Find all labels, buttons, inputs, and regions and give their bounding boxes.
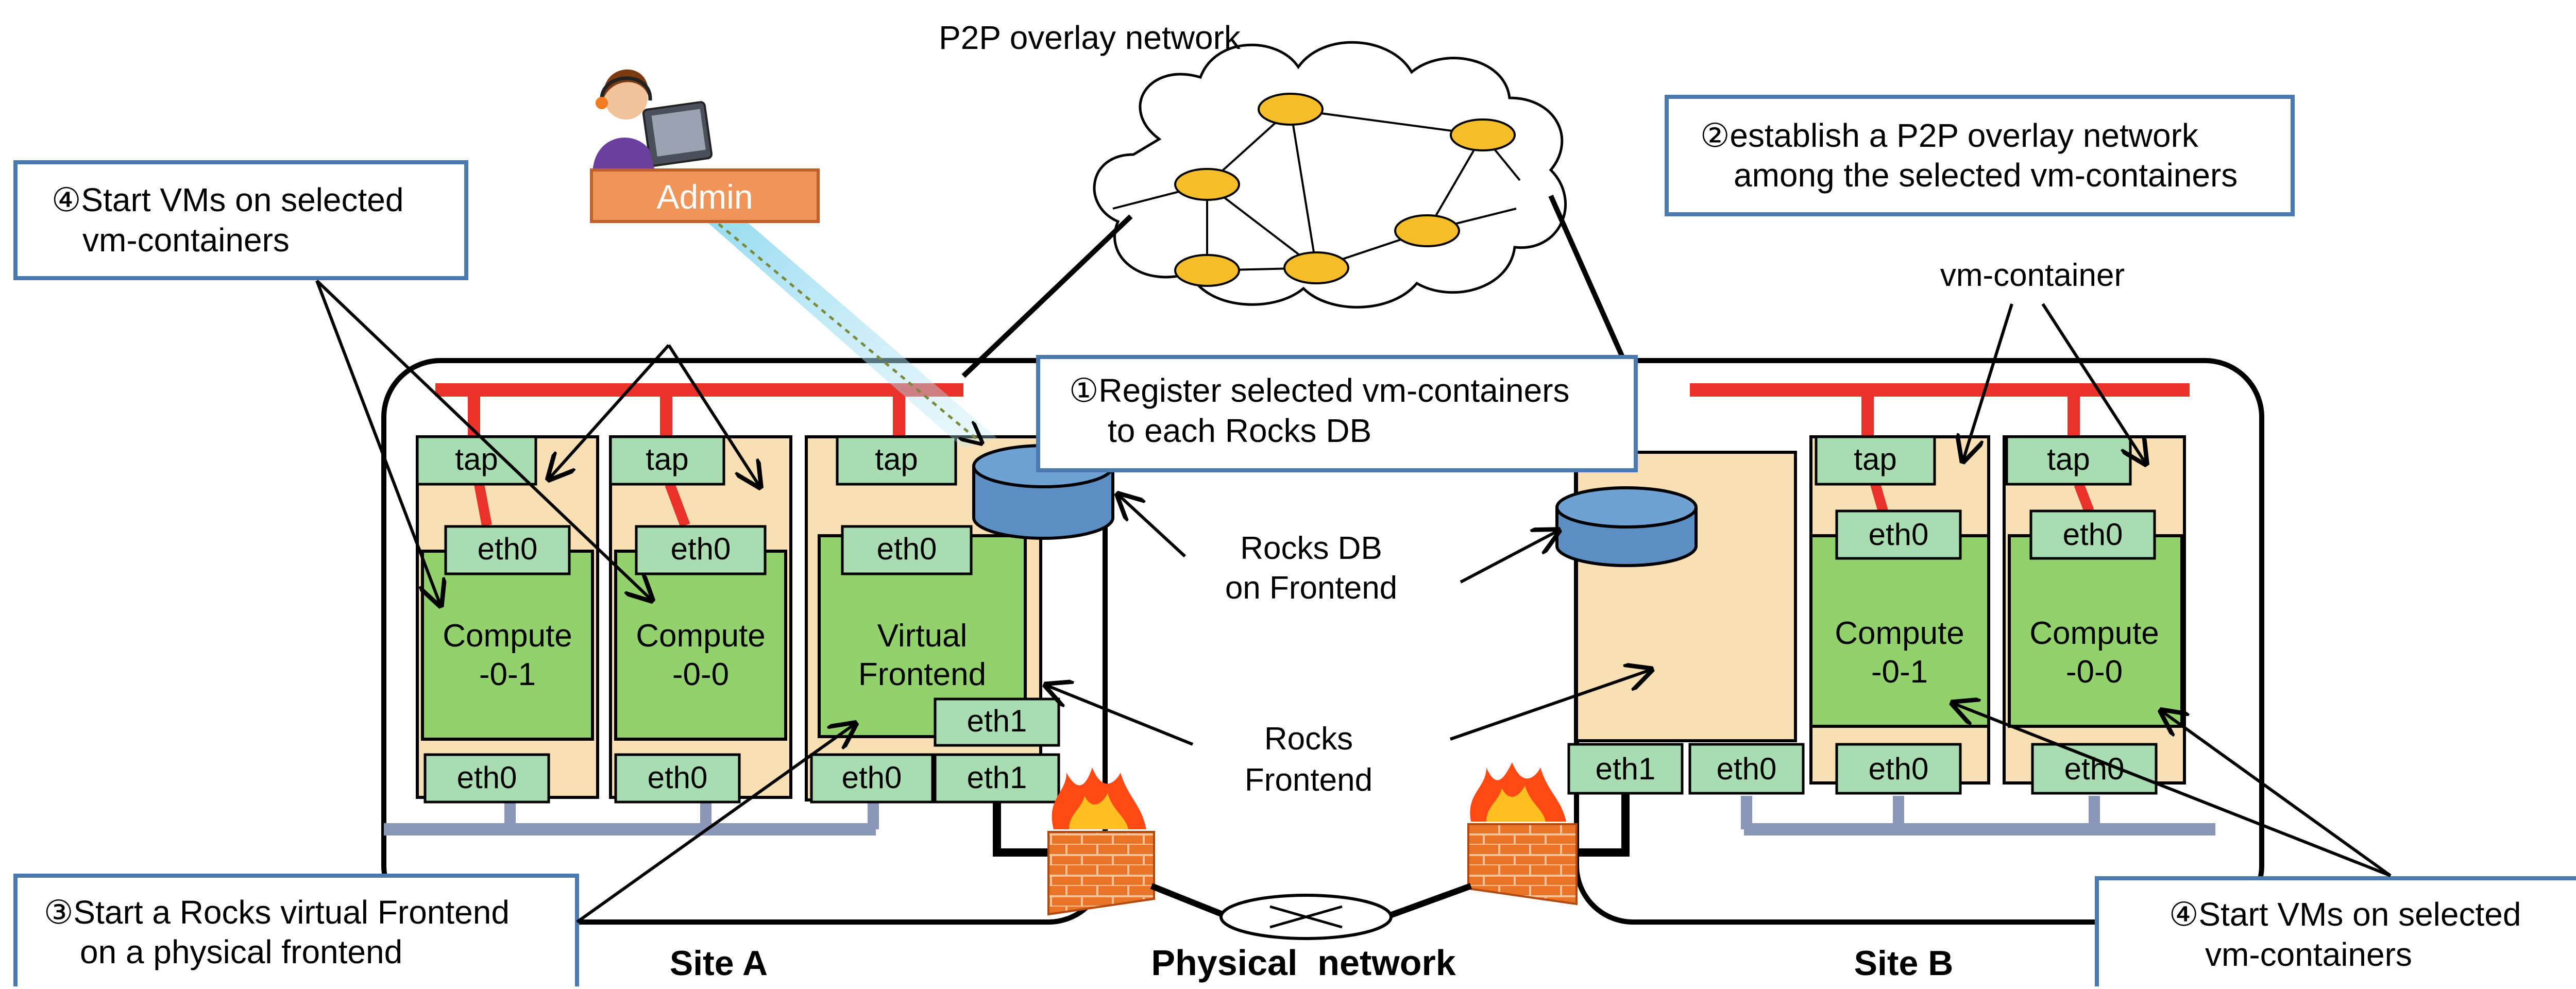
callout-step4-right: ④Start VMs on selected vm-containers [2095,876,2576,989]
vm-label: -0-1 [1871,654,1928,690]
overlay-node [1394,214,1460,247]
vm-label: -0-1 [479,657,536,692]
vm-label: Compute [443,618,572,654]
firewall-site-a-icon [1047,768,1155,916]
site-b-interfaces [1567,435,2158,795]
cloud-link-site-b [1548,194,1636,383]
site-b-gray-drops [1741,796,2100,829]
admin-label: Admin [656,178,753,216]
rocks-frontend-label: Rocks [1264,721,1353,757]
vm-label: Compute [2029,616,2159,651]
overlay-nodes [1174,93,1516,287]
iface-tap: tap [646,442,688,476]
vm-compute-0-0 [2008,534,2183,728]
iface-eth0: eth0 [478,532,538,566]
svg-text:④Start VMs on selected: ④Start VMs on selected [52,181,403,218]
overlay-node [1174,168,1240,201]
vm-label: Virtual [877,618,968,654]
iface-eth1: eth1 [967,704,1027,738]
site-a-label: Site A [670,944,768,983]
phys-link-a [1150,883,1230,920]
vm-label: Frontend [858,657,986,692]
svg-text:among the selected vm-containe: among the selected vm-containers [1734,157,2238,194]
rocks-db-label: on Frontend [1225,570,1397,606]
iface-eth0: eth0 [842,760,902,795]
site-a-red-drops [468,390,905,438]
iface-eth0: eth0 [648,760,708,795]
physical-network-label: Physical network [1151,943,1455,983]
firewall-site-b-icon [1467,762,1578,906]
iface-tap: tap [2047,442,2090,476]
overlay-title: P2P overlay network [939,19,1241,56]
callout-step2: ②establish a P2P overlay network among t… [1665,95,2295,216]
admin-beam [701,209,997,448]
vm-label: Compute [1835,616,1964,651]
rocks-db-label: Rocks DB [1240,531,1382,566]
overlay-node [1283,251,1349,284]
overlay-node [1258,93,1324,126]
callout-step4-left: ④Start VMs on selected vm-containers [13,160,468,280]
iface-eth1: eth1 [1596,752,1656,786]
site-b-red-drops [1861,390,2080,438]
vm-compute-0-1 [1809,534,1990,728]
site-b-label: Site B [1854,944,1954,983]
svg-text:④Start VMs on selected: ④Start VMs on selected [2169,896,2521,933]
rocks-frontend-label: Frontend [1245,762,1372,798]
iface-tap: tap [875,442,918,476]
site-a-interfaces [416,435,1060,804]
admin-badge [590,168,820,223]
vm-label: Compute [636,618,766,654]
site-a-outline [381,358,1108,925]
iface-eth0: eth0 [457,760,517,795]
vm-label: -0-0 [2066,654,2123,690]
vm-container-label: vm-container [1940,258,2125,293]
site-a-container-2: Compute -0-0 [609,435,792,799]
vm-label: -0-0 [672,657,729,692]
callout-step3: ③Start a Rocks virtual Frontend on a phy… [13,874,579,989]
svg-text:vm-containers: vm-containers [82,221,290,259]
site-a-gray-drops [504,801,879,829]
site-b-frontend-container [1555,451,1797,742]
phys-link-b [1384,883,1472,920]
iface-eth0: eth0 [2063,517,2123,552]
iface-eth0: eth0 [1869,517,1929,552]
router-icon [1219,894,1393,940]
site-b-container-2: Compute -0-0 [2003,435,2186,785]
overlay-node [1174,254,1240,287]
overlay-node [1450,118,1516,151]
iface-eth1: eth1 [967,760,1027,795]
iface-eth0: eth0 [877,532,937,566]
arrows [315,279,2392,924]
cloud-link-site-a [961,214,1133,378]
svg-text:①Register selected vm-containe: ①Register selected vm-containers [1069,372,1570,409]
iface-eth0: eth0 [1717,752,1777,786]
site-b-container-1: Compute -0-1 [1809,435,1990,785]
site-a-container-1: Compute -0-1 [416,435,599,799]
iface-eth0: eth0 [671,532,731,566]
iface-eth0: eth0 [1869,752,1929,786]
iface-tap: tap [1854,442,1896,476]
callout-step1: ①Register selected vm-containers to each… [1036,355,1638,472]
admin-person-icon [592,69,713,178]
svg-text:to each Rocks DB: to each Rocks DB [1108,412,1371,449]
svg-text:vm-containers: vm-containers [2205,936,2412,973]
svg-text:②establish a P2P overlay netwo: ②establish a P2P overlay network [1700,117,2199,154]
svg-text:③Start a Rocks virtual Fronten: ③Start a Rocks virtual Frontend [44,894,510,931]
svg-text:on a physical frontend: on a physical frontend [80,933,402,970]
